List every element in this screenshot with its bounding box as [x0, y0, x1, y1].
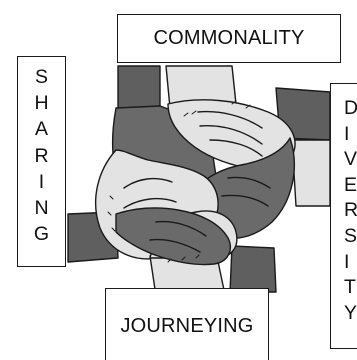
diversity-label-letter: S	[344, 224, 357, 247]
sharing-label-letter: A	[34, 118, 48, 141]
diversity-label-letter: E	[344, 173, 357, 196]
diversity-label-letter: R	[344, 199, 357, 222]
sharing-label-letter: N	[34, 196, 49, 219]
journeying-label: JOURNEYING	[120, 314, 254, 337]
diversity-label-letter: T	[344, 276, 356, 299]
commonality-box: COMMONALITY	[117, 14, 341, 63]
diversity-label-letter: D	[344, 97, 357, 119]
sharing-label-letter: S	[34, 66, 48, 88]
commonality-label: COMMONALITY	[153, 27, 305, 49]
light-sleeve-right	[291, 139, 331, 207]
diversity-label-letter: I	[344, 250, 350, 273]
dark-arm-bottom	[229, 245, 277, 293]
sharing-label-letter: H	[34, 92, 49, 115]
sharing-label-letter: R	[34, 144, 49, 167]
diversity-label-letter: I	[344, 122, 350, 145]
sharing-label-letter: I	[38, 170, 45, 193]
dark-hand-left	[115, 207, 232, 266]
dark-arm-top	[117, 65, 161, 111]
diversity-label-letter: Y	[344, 301, 357, 324]
journeying-box: JOURNEYING	[105, 288, 269, 360]
diversity-label-letter: V	[344, 148, 357, 171]
sharing-label-letter: G	[33, 223, 50, 246]
